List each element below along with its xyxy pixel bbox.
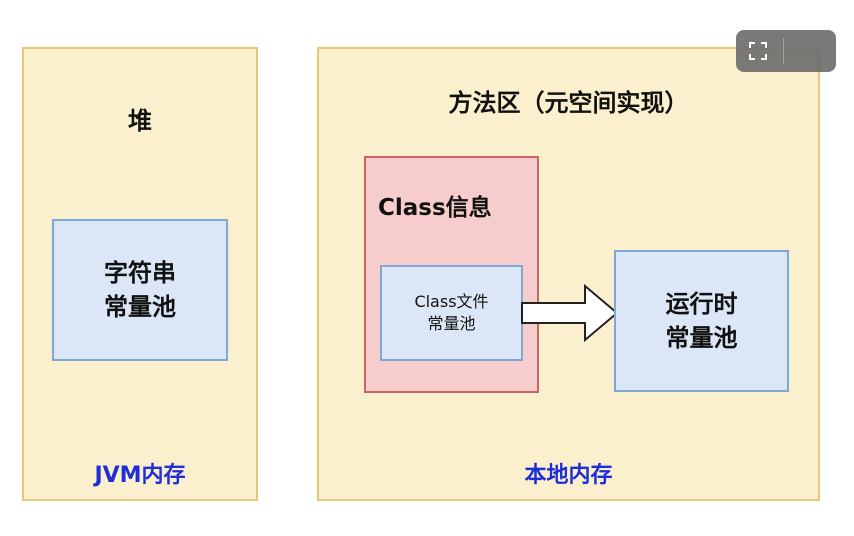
class-info-title: Class信息 — [378, 195, 492, 221]
toolbar-divider — [783, 38, 784, 64]
method-area-title: 方法区（元空间实现） — [448, 89, 689, 117]
heap-title: 堆 — [128, 107, 152, 135]
runtime-constant-pool-box: 运行时 常量池 — [614, 250, 789, 392]
class-file-constant-pool-box: Class文件 常量池 — [380, 265, 523, 361]
expand-icon — [749, 42, 767, 60]
right-arrow-icon — [521, 283, 619, 343]
expand-button[interactable] — [736, 30, 836, 72]
string-constant-pool-box: 字符串 常量池 — [52, 219, 228, 361]
method-area-footer-label: 本地内存 — [524, 463, 613, 488]
heap-footer-label: JVM内存 — [94, 463, 186, 488]
